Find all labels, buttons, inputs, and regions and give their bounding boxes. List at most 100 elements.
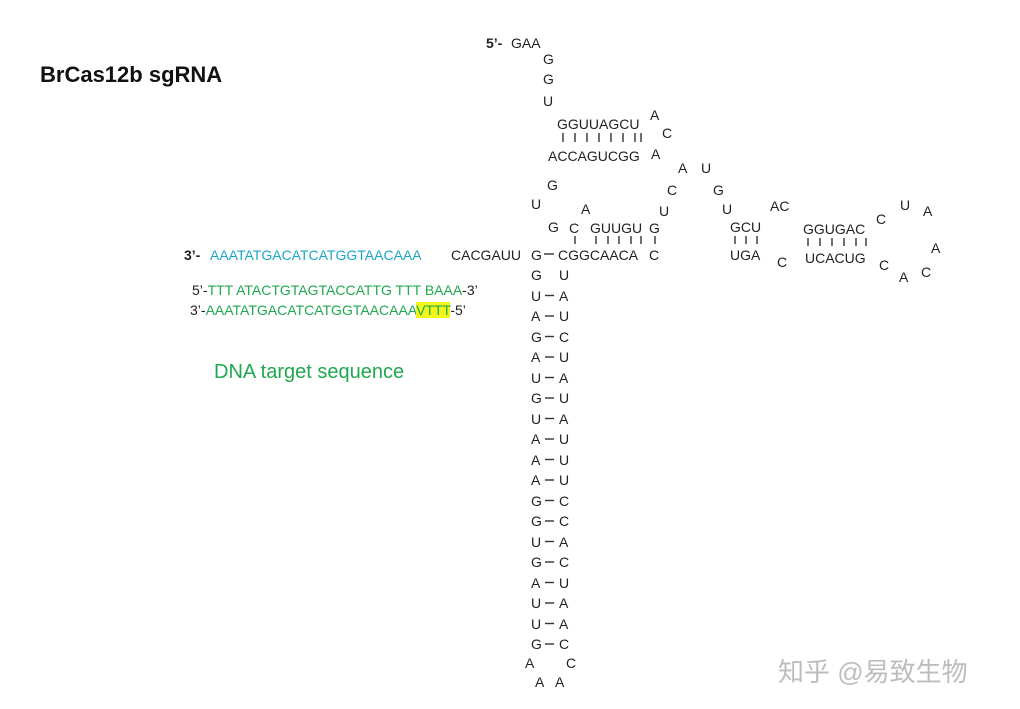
stem-right-nt: U: [559, 308, 570, 324]
stem-left-nt: G: [531, 328, 542, 345]
hairpin3-loop-nt: A: [931, 240, 941, 256]
dna-top-seq: TTT ATACTGTAGTACCATTG TTT BAAA: [207, 282, 463, 298]
junction-nt: G: [531, 247, 542, 263]
stem-right-nt: U: [559, 267, 570, 283]
hairpin1-loop-nt: A: [651, 146, 661, 162]
stem-right-nt: U: [559, 431, 570, 447]
diagram-title: BrCas12b sgRNA: [40, 62, 223, 87]
stem-right-nt: A: [559, 595, 569, 611]
central-pair-ticks: [574, 236, 656, 244]
stem-left-nt: G: [531, 554, 542, 570]
stem-right-nt: U: [559, 472, 570, 488]
top-vertical-nt: G: [543, 51, 554, 67]
hairpin2-pair-ticks: [734, 236, 758, 244]
stem-left-nt: G: [531, 636, 542, 652]
dna-bottom-strand: 3’-AAATATGACATCATGGTAACAAAVTTT-5’: [190, 302, 466, 318]
hairpin1-pair-ticks: [562, 133, 642, 142]
stem-left-nt: A: [531, 574, 541, 591]
top-vertical-nt: G: [543, 71, 554, 87]
dna-top-strand: 5’-TTT ATACTGTAGTACCATTG TTT BAAA-3’: [192, 282, 478, 298]
stem-left-nt: U: [531, 287, 542, 304]
pam-sequence: VTTT: [416, 302, 451, 318]
bulge-nt: A: [581, 201, 591, 217]
hairpin1-loop-nt: A: [650, 107, 660, 123]
stem-right-nt: A: [559, 410, 569, 427]
hairpin2-loop-nt: C: [777, 254, 788, 270]
top-strand-start: GAA: [511, 35, 541, 51]
dna-target-label: DNA target sequence: [214, 361, 405, 383]
hairpin2-upper: GCU: [730, 219, 762, 235]
linker-nt: G: [548, 219, 559, 235]
hairpin3-loop-nt: U: [900, 197, 911, 213]
stem-left-nt: G: [531, 513, 542, 529]
linker-nt: U: [531, 196, 542, 212]
stem-right-nt: C: [559, 554, 570, 570]
hairpin3-loop-nt: C: [879, 257, 890, 273]
stem-left-nt: G: [531, 267, 542, 283]
stem-left-nt: A: [531, 349, 541, 365]
dna-bottom-suffix: -5’: [450, 302, 466, 318]
central-bottom-strand: CGGCAACA: [558, 247, 639, 263]
central-top-flank-left: C: [569, 220, 580, 236]
stem-left-nt: U: [531, 533, 542, 550]
hairpin3-pair-ticks: [807, 238, 867, 246]
stem-left-nt: A: [531, 472, 541, 488]
hairpin3-lower: UCACUG: [805, 250, 866, 266]
stem-right-nt: C: [559, 636, 570, 652]
hairpin3-loop-nt: C: [921, 264, 932, 280]
five-prime-label: 5’-: [486, 35, 503, 51]
watermark: 知乎 @易致生物: [778, 657, 968, 687]
stem-left-nt: U: [531, 369, 542, 386]
stem-left-nt: U: [531, 615, 542, 632]
top-vertical-nt: U: [543, 93, 554, 109]
hairpin1-loop-nt: C: [662, 125, 673, 141]
stem-right-nt: C: [559, 492, 570, 509]
dna-bottom-seq: AAATATGACATCATGGTAACAAA: [205, 302, 417, 318]
hairpin3-loop-nt: A: [899, 269, 909, 285]
connector-nt: U: [659, 203, 670, 219]
hairpin2-loop-nt: AC: [770, 198, 790, 214]
connector-nt: G: [713, 182, 724, 198]
stem-left-nt: A: [531, 308, 541, 324]
connector-nt: U: [722, 201, 733, 217]
stem-right-nt: U: [559, 349, 570, 365]
central-bottom-flank-right: C: [649, 247, 660, 263]
dna-bottom-prefix: 3’-: [190, 302, 206, 318]
hairpin2-lower: UGA: [730, 247, 761, 263]
stem-right-nt: U: [559, 390, 570, 406]
stem-right-nt: A: [559, 615, 569, 632]
stem-right-nt: A: [559, 287, 569, 304]
stem-left-nt: A: [531, 451, 541, 468]
stem-loop-nt: C: [566, 655, 577, 671]
central-top-strand: GUUGU: [590, 220, 643, 236]
hairpin3-upper: GGUGAC: [803, 221, 866, 237]
hairpin3-loop-nt: A: [923, 203, 933, 219]
dna-top-prefix: 5’-: [192, 282, 208, 298]
stem-right-nt: U: [559, 574, 570, 591]
connector-nt: C: [667, 182, 678, 198]
stem-right-nt: U: [559, 451, 570, 468]
stem-left-nt: U: [531, 410, 542, 427]
three-prime-label: 3’-: [184, 247, 201, 263]
central-top-flank-right: G: [649, 220, 660, 236]
stem-left-nt: A: [531, 431, 541, 447]
stem-loop-nt: A: [525, 655, 535, 671]
stem-left-nt: U: [531, 595, 542, 611]
stem-right-nt: C: [559, 328, 570, 345]
hairpin1-lower: ACCAGUCGG: [548, 148, 640, 164]
stem-pair-dashes: [545, 294, 554, 645]
stem-left-nt: G: [531, 390, 542, 406]
connector-nt: A: [678, 160, 688, 176]
guide-junction: CACGAUU: [451, 247, 522, 263]
guide-sequence: AAATATGACATCATGGTAACAAA: [210, 247, 422, 263]
stem-right-nt: A: [559, 369, 569, 386]
stem-loop-nt: A: [535, 674, 545, 690]
hairpin3-loop-nt: C: [876, 211, 887, 227]
linker-nt: G: [547, 177, 558, 193]
hairpin1-upper: GGUUAGCU: [557, 116, 640, 132]
dna-top-suffix: -3’: [462, 282, 478, 298]
stem-left-nt: G: [531, 492, 542, 509]
stem-right-nt: A: [559, 533, 569, 550]
